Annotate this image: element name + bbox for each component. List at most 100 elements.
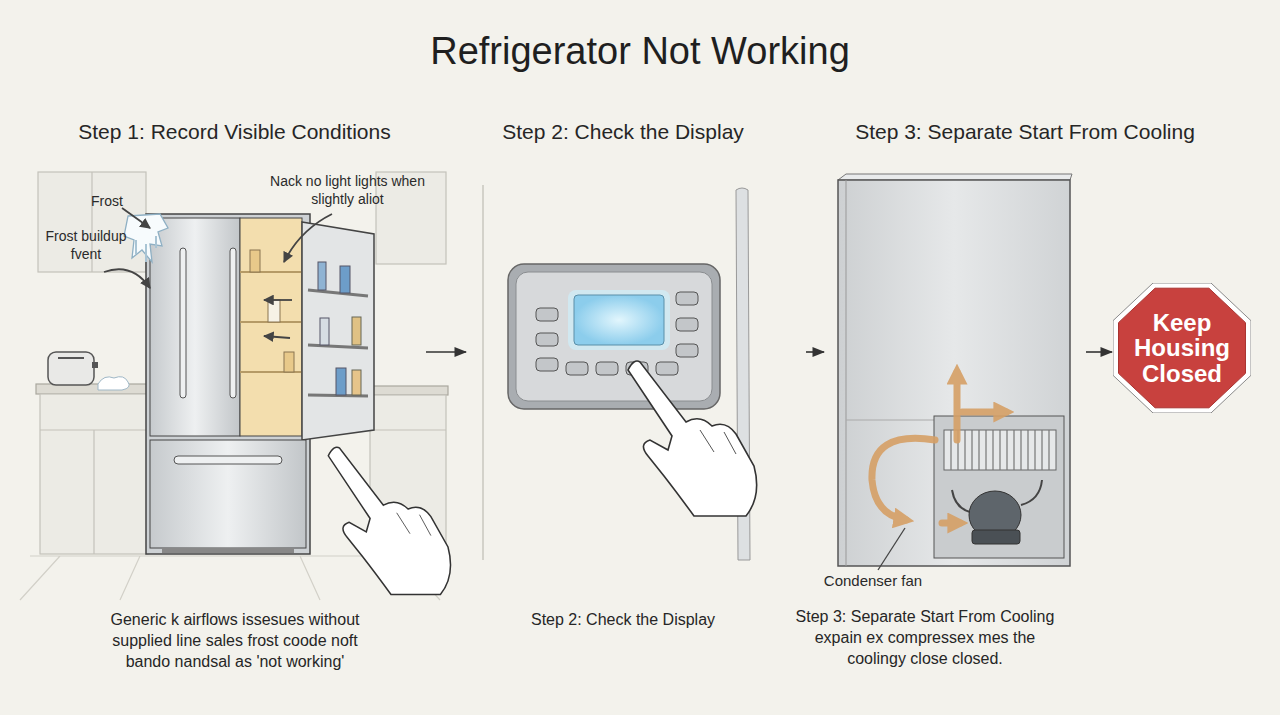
airflow-arrow [872, 372, 1006, 523]
step-panel: Step 3: Separate Start From CoolingStep … [825, 110, 1085, 680]
control-display [536, 292, 698, 375]
control-display [656, 362, 678, 375]
step-heading: Step 2: Check the Display [463, 118, 783, 145]
callout-label: Nack no light lights when slightly aliot [270, 173, 425, 208]
refrigerator-back [944, 430, 1056, 470]
refrigerator-back [846, 180, 847, 566]
control-display [508, 264, 720, 409]
toaster [58, 357, 84, 359]
control-display [676, 292, 698, 305]
control-display [536, 358, 558, 371]
refrigerator-back [838, 174, 1072, 180]
flow-arrow [426, 351, 466, 353]
refrigerator-front [162, 548, 294, 553]
callout-label: Frost buildup fvent [36, 228, 136, 263]
refrigerator-back [951, 430, 1049, 470]
callout-arrow [104, 208, 332, 338]
pointing-hand [328, 447, 450, 594]
kitchen-background [370, 429, 446, 430]
refrigerator-back [846, 420, 934, 421]
step-caption: Step 2: Check the Display [473, 610, 773, 631]
kitchen-background [376, 172, 446, 264]
pointing-hand [628, 361, 757, 516]
toaster [48, 352, 129, 390]
refrigerator-front [352, 370, 361, 395]
control-display [508, 264, 720, 409]
toaster [92, 362, 98, 368]
refrigerator-front [302, 222, 374, 440]
frost-buildup [124, 214, 168, 262]
pointing-hand [628, 361, 757, 516]
refrigerator-front [174, 456, 282, 464]
step-panel: Step 2: Check the DisplayStep 2: Check t… [467, 110, 805, 680]
refrigerator-front [318, 262, 326, 290]
refrigerator-front [150, 218, 240, 436]
refrigerator-front [352, 317, 361, 345]
airflow-arrow [962, 409, 1006, 416]
step-panel: Step 1: Record Visible ConditionsGeneric… [30, 110, 425, 680]
frost-buildup [124, 214, 168, 262]
octagon-border [1113, 283, 1251, 413]
refrigerator-front [250, 250, 260, 272]
callout-label: Frost [82, 193, 132, 211]
pointing-hand [328, 447, 450, 594]
control-display [516, 272, 712, 401]
stop-text: Keep Housing Closed [1127, 310, 1237, 386]
step-caption: Step 3: Separate Start From Cooling expa… [795, 607, 1055, 669]
refrigerator-front [284, 352, 294, 372]
refrigerator-front [146, 214, 310, 554]
diagram-title: Refrigerator Not Working [0, 30, 1280, 73]
refrigerator-front [230, 248, 236, 398]
callout-arrow [122, 208, 150, 228]
stop-sign: Keep Housing Closed [1113, 283, 1251, 413]
step-heading: Step 3: Separate Start From Cooling [835, 118, 1215, 145]
callout-arrow [264, 299, 292, 301]
control-display [676, 344, 698, 357]
callout-label: Condenser fan [808, 572, 938, 591]
pointing-hand [700, 430, 736, 454]
refrigerator-back [838, 174, 1072, 566]
control-display [596, 362, 618, 375]
callout-arrow [264, 336, 290, 338]
refrigerator-front [146, 214, 374, 554]
step-caption: Generic k airflows issesues without supp… [90, 610, 380, 672]
airflow-arrow [942, 520, 960, 527]
flow-arrow [1086, 351, 1112, 353]
leader-line [878, 528, 905, 570]
refrigerator-front [150, 440, 306, 548]
flow-arrow [806, 351, 824, 353]
callout-arrow [284, 214, 332, 262]
kitchen-background [91, 172, 92, 272]
refrigerator-front [308, 290, 368, 396]
callout-arrow [104, 269, 150, 288]
kitchen-background [366, 386, 448, 395]
refrigerator-front [240, 272, 302, 372]
pointing-hand [397, 513, 431, 536]
refrigerator-back [838, 180, 1070, 566]
airflow-arrow [954, 372, 961, 440]
refrigerator-front [320, 318, 329, 345]
compressor [972, 530, 1020, 544]
control-display [566, 362, 588, 375]
kitchen-background [40, 394, 148, 554]
control-display [536, 333, 558, 346]
refrigerator-front [336, 368, 346, 395]
octagon-fill [1119, 288, 1246, 408]
control-display [568, 290, 670, 350]
kitchen-background [93, 430, 94, 554]
control-display [574, 295, 664, 345]
panel-divider [482, 185, 484, 560]
leader-line [878, 528, 905, 570]
control-display [536, 308, 558, 321]
frost-buildup [136, 236, 156, 262]
compressor [952, 480, 1042, 544]
control-display [676, 318, 698, 331]
refrigerator-front [180, 248, 186, 398]
toaster [98, 377, 129, 390]
kitchen-background [36, 384, 152, 394]
